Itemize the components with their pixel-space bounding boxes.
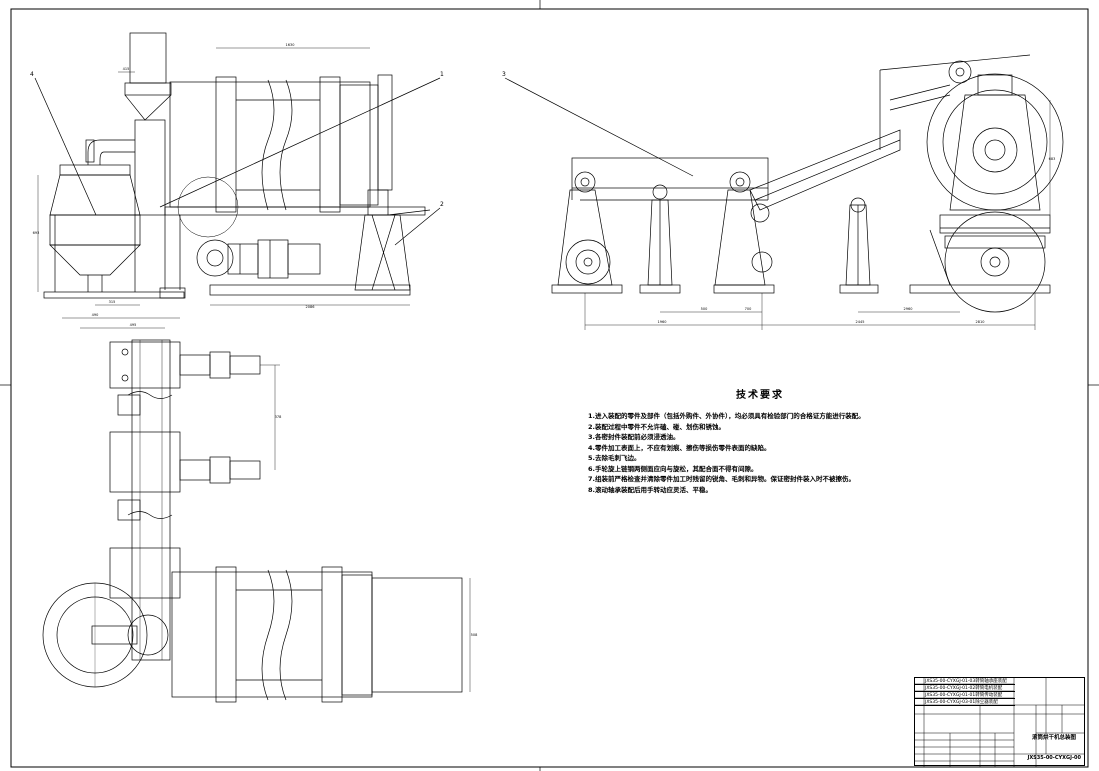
dim-text: 2810 — [976, 320, 985, 324]
balloon-2: 2 — [440, 201, 444, 208]
drawing-number: JXS35-00-CYXGJ-00 — [1027, 755, 1081, 761]
dim-text: 315 — [109, 300, 116, 304]
requirement-item: 7.组装前严格检查并清除零件加工时残留的锐角、毛刺和异物。保证密封件装入时不被擦… — [588, 475, 855, 483]
dim-text: 508 — [471, 633, 478, 637]
front-view — [34, 32, 441, 329]
balloon-1: 1 — [440, 71, 444, 78]
requirement-item: 8.滚动轴承装配后用手转动应灵活、平稳。 — [588, 485, 712, 494]
tech-requirements: 技术要求 1.进入装配的零件及部件（包括外购件、外协件），均必须具有检验部门的合… — [588, 386, 908, 495]
balloon-4: 4 — [30, 71, 34, 78]
parts-list-row: JXS35-00-CYXGJ-01-03转筒轴承座装配 — [915, 678, 1015, 685]
dim-text: 2960 — [904, 307, 913, 311]
dim-text: 500 — [701, 307, 708, 311]
dim-text: 495 — [130, 323, 137, 327]
dim-text: 1960 — [658, 320, 667, 324]
dim-text: 378 — [275, 415, 282, 419]
title-block: JXS35-00-CYXGJ-01-03转筒轴承座装配 JXS35-00-CYX… — [914, 677, 1085, 766]
dim-text: 2445 — [856, 320, 865, 324]
side-view — [504, 54, 1064, 330]
tech-requirements-title: 技术要求 — [736, 390, 784, 401]
parts-list-row: JXS35-00-CYXGJ-01-01转筒传动装配 — [915, 692, 1015, 699]
dim-text: 1630 — [286, 43, 295, 47]
dim-text: 700 — [745, 307, 752, 311]
parts-list-row: JXS35-00-CYXGJ-03-01除尘器装配 — [915, 699, 1015, 706]
requirement-item: 3.各密封件装配前必须浸透油。 — [588, 433, 680, 441]
requirement-item: 4.零件加工表面上，不应有划痕、擦伤等损伤零件表面的缺陷。 — [588, 443, 771, 452]
requirement-item: 2.装配过程中零件不允许磕、碰、划伤和锈蚀。 — [588, 422, 725, 431]
requirement-item: 6.手轮旋上链钢两侧面应向与旋松，其配合面不得有间隙。 — [588, 464, 758, 473]
requirement-item: 1.进入装配的零件及部件（包括外购件、外协件），均必须具有检验部门的合格证方能进… — [588, 412, 865, 420]
dim-text: 2086 — [306, 305, 315, 309]
top-view — [42, 339, 471, 703]
drawing-name: 滚筒烘干机总装图 — [1031, 735, 1076, 741]
requirement-item: 5.去除毛刺飞边。 — [588, 454, 641, 462]
dim-text: 490 — [92, 313, 99, 317]
dim-text: 415 — [123, 67, 130, 71]
dim-text: 693 — [33, 231, 40, 235]
parts-list-row: JXS35-00-CYXGJ-01-02转筒电机装配 — [915, 685, 1015, 692]
dim-text: 683 — [1049, 157, 1056, 161]
balloon-3: 3 — [502, 71, 506, 78]
